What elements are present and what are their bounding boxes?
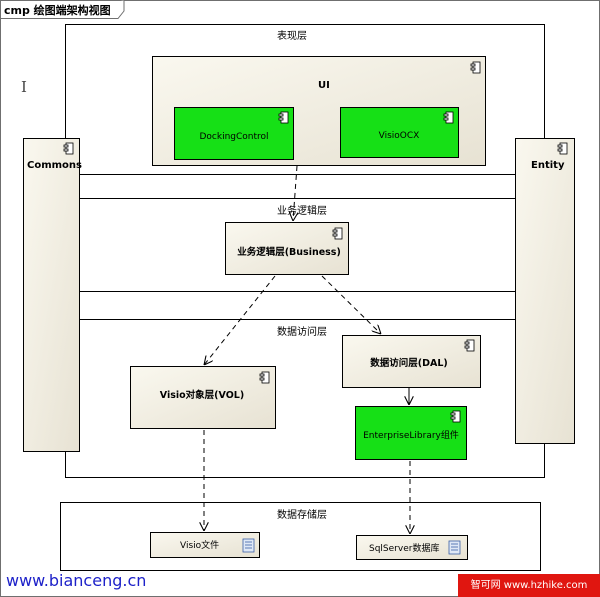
- visio-file-label: Visio文件: [180, 539, 219, 551]
- vol-component[interactable]: [130, 366, 276, 429]
- enterprise-library-component[interactable]: [355, 406, 467, 460]
- data-access-layer-label: 数据访问层: [277, 325, 327, 338]
- site-link[interactable]: www.bianceng.cn: [6, 571, 147, 590]
- text-cursor-icon: I: [21, 78, 27, 96]
- business-to-vol-arrow: [204, 275, 276, 365]
- storage-layer-label: 数据存储层: [277, 508, 327, 521]
- frame-title: cmp 绘图端架构视图: [4, 3, 111, 17]
- dal-label: 数据访问层(DAL): [369, 357, 447, 369]
- visio-file-artifact[interactable]: [150, 532, 260, 558]
- commons-component[interactable]: [23, 138, 80, 452]
- vol-label: Visio对象层(VOL): [160, 389, 244, 401]
- dal-component[interactable]: [342, 335, 481, 388]
- presentation-layer-label: 表现层: [277, 29, 307, 42]
- docking-control-label: DockingControl: [199, 132, 268, 142]
- watermark-logo: 智可网 www.hzhike.com: [458, 574, 600, 597]
- ui-component-label: UI: [318, 80, 330, 91]
- database-document-icon: [448, 540, 461, 555]
- visio-ocx-component[interactable]: [340, 107, 459, 158]
- document-icon: [242, 538, 255, 553]
- docking-control-component[interactable]: [174, 107, 294, 160]
- entity-label: Entity: [531, 160, 565, 171]
- entity-component[interactable]: [515, 138, 575, 444]
- commons-label: Commons: [27, 160, 82, 171]
- sqlserver-label: SqlServer数据库: [369, 542, 439, 554]
- visio-ocx-label: VisioOCX: [379, 131, 420, 141]
- ui-to-business-arrow: [293, 165, 297, 221]
- frame-title-tab: [0, 0, 125, 19]
- business-to-dal-arrow: [321, 275, 381, 334]
- enterprise-library-label: EnterpriseLibrary组件: [363, 429, 459, 441]
- business-component[interactable]: [225, 222, 349, 275]
- business-label: 业务逻辑层(Business): [237, 246, 341, 258]
- business-layer-label: 业务逻辑层: [277, 204, 327, 217]
